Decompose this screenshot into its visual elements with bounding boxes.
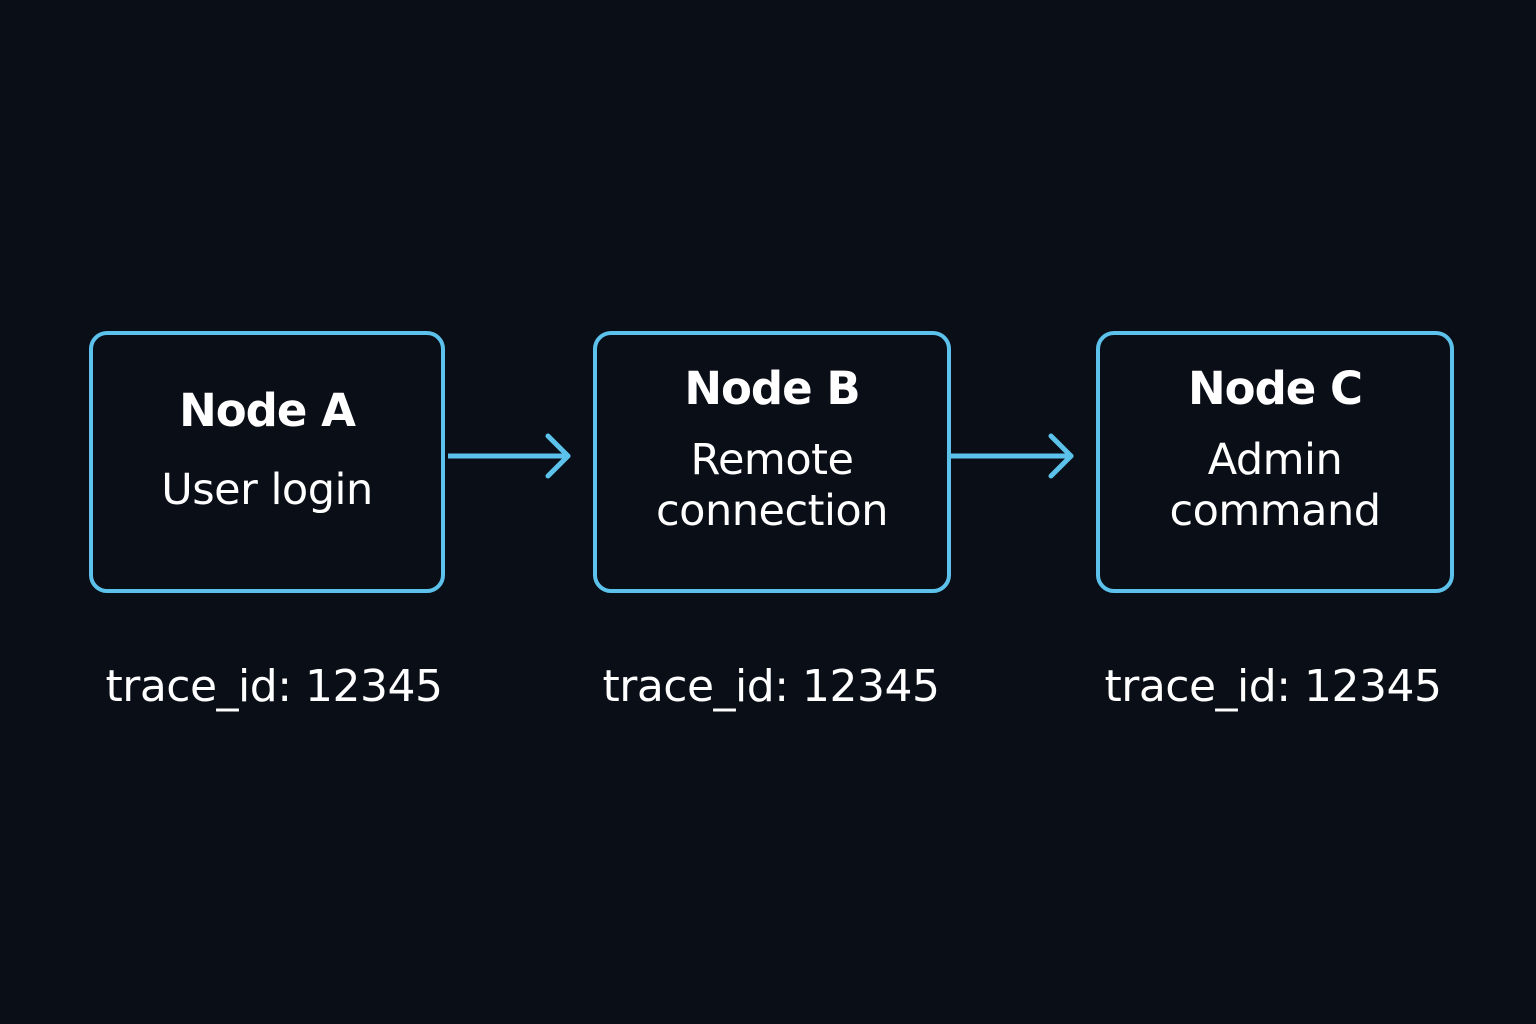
- node-b-description: Remote connection: [656, 435, 888, 536]
- arrow-b-to-c: [951, 433, 1074, 479]
- node-c-description: Admin command: [1169, 435, 1381, 536]
- node-a-title: Node A: [179, 383, 356, 437]
- node-a-description: User login: [161, 464, 373, 515]
- node-c-trace-id: trace_id: 12345: [1104, 661, 1442, 712]
- node-a-box: Node A User login: [89, 331, 445, 593]
- node-c-box: Node C Admin command: [1096, 331, 1454, 593]
- node-b-trace-id: trace_id: 12345: [602, 661, 940, 712]
- node-b-box: Node B Remote connection: [593, 331, 951, 593]
- arrow-a-to-b: [448, 433, 571, 479]
- node-a-trace-id: trace_id: 12345: [105, 661, 443, 712]
- node-b-title: Node B: [684, 362, 860, 415]
- node-c-title: Node C: [1188, 362, 1363, 415]
